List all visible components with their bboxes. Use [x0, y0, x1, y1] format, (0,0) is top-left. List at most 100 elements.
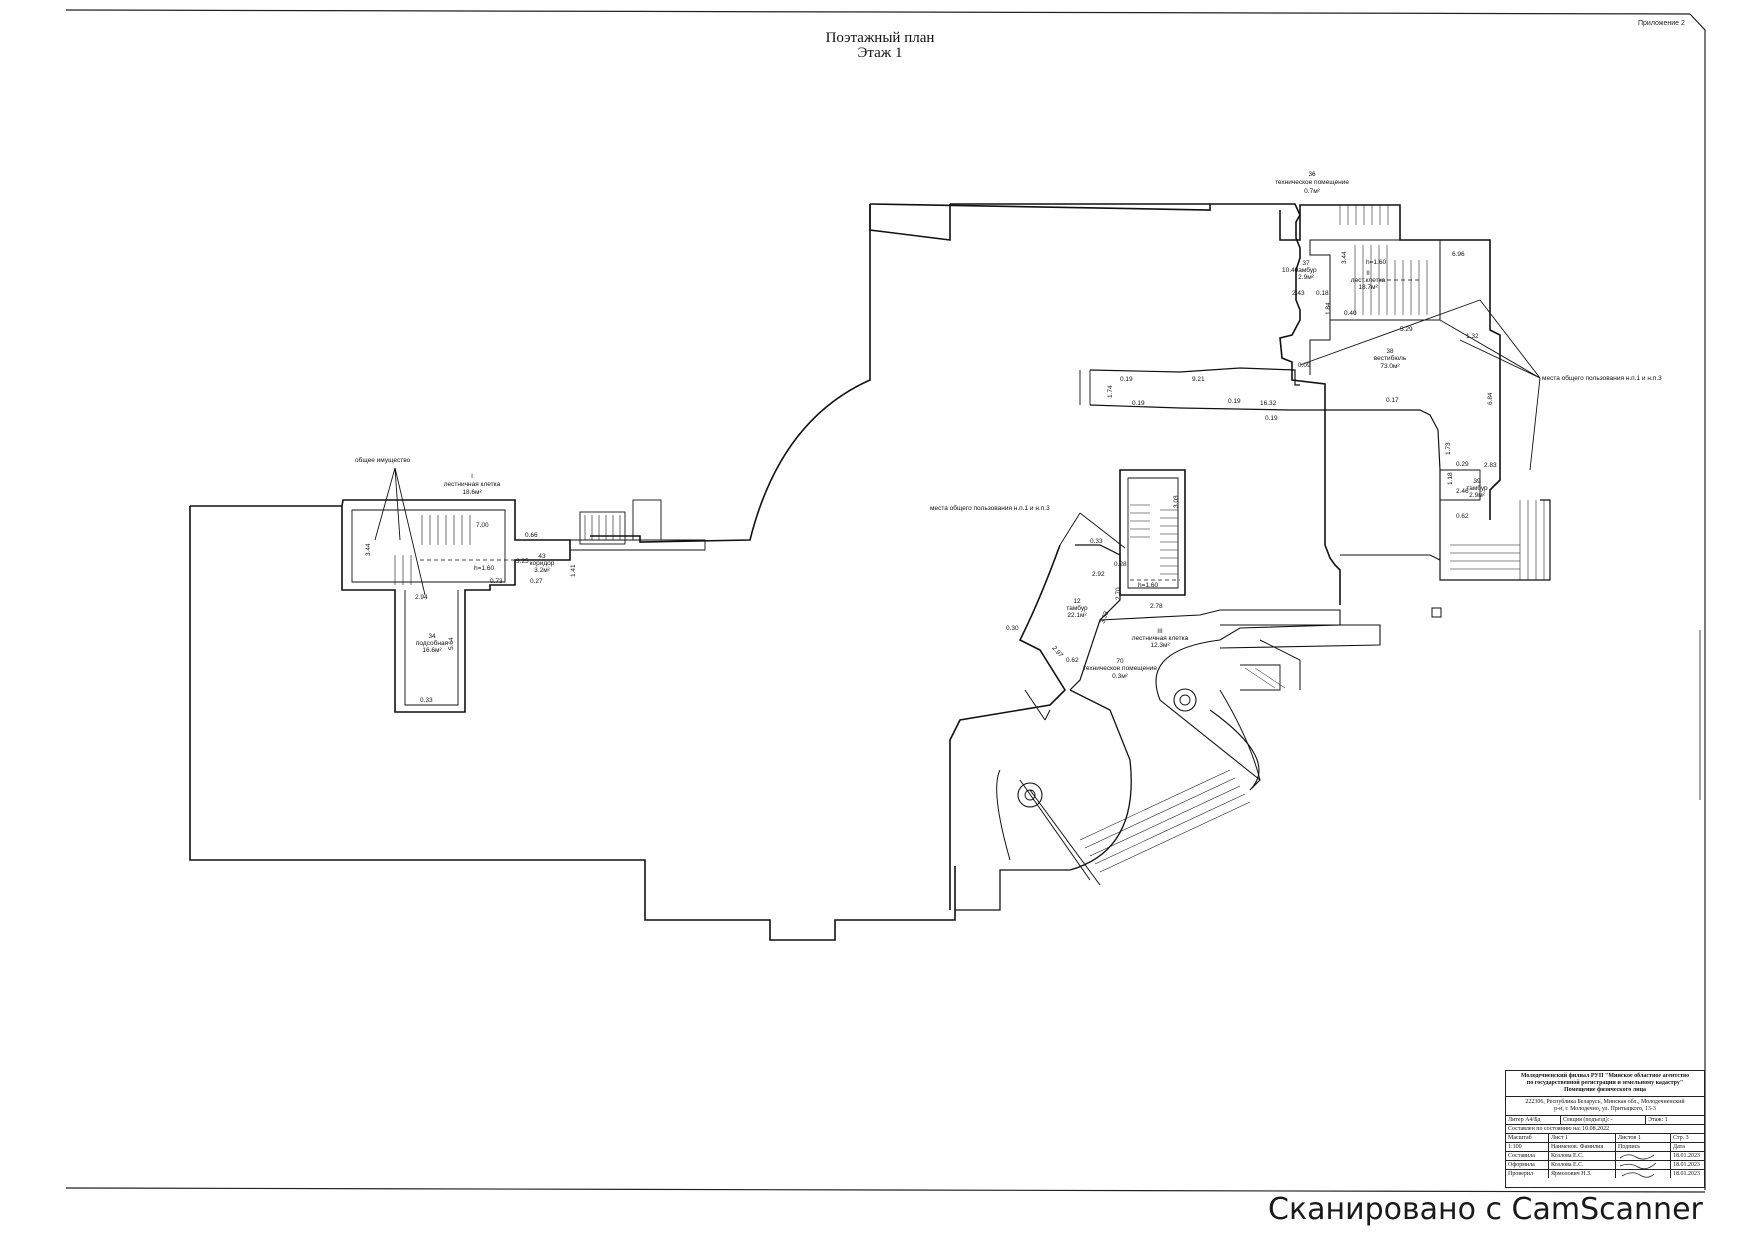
room-34-num: 34 [428, 633, 436, 640]
dim-label: 1.18 [1447, 472, 1454, 485]
dim-label: 0.19 [1228, 398, 1241, 405]
name-cell: Козлова Е.С. [1549, 1152, 1616, 1160]
room-34-name: подсобная [416, 639, 449, 647]
leader-lines [374, 299, 1541, 596]
room-36-num: 36 [1308, 171, 1316, 178]
dim-label: 1.74 [1107, 385, 1114, 398]
dim-label: 3.25 [516, 558, 529, 565]
dim-label: 5.64 [448, 637, 455, 650]
title-block-row: Литер А4/Бд Секция (подъезд): - Этаж: 1 [1506, 1116, 1704, 1125]
dim-label: 0.30 [1006, 625, 1019, 632]
date-cell: 18.01.2023 [1673, 1162, 1700, 1168]
room-I-num: I [471, 473, 473, 480]
room-38-num: 38 [1386, 348, 1394, 355]
dimension-labels: 7.00 3.44 0.66 3.25 1.41 0.73 0.27 2.94 … [365, 251, 1497, 704]
dim-label: 0.40 [1344, 310, 1357, 317]
dim-label: 9.21 [1192, 376, 1205, 383]
annotations: общее имущество места общего пользования… [355, 259, 1662, 589]
signature-cell [1616, 1170, 1671, 1178]
title-block-row: Оформила Козлова Е.С. 18.01.2023 [1506, 1161, 1704, 1170]
room-12-num: 12 [1073, 598, 1081, 605]
dim-label: 3.33 [1099, 610, 1110, 625]
building-outline [189, 203, 1341, 941]
org-line-1: Молодечненский филиал РУП "Минское облас… [1520, 1073, 1690, 1079]
room-38-area: 73.0м² [1380, 363, 1400, 370]
dim-label: 0.18 [1316, 290, 1329, 297]
dim-label: 1.32 [1466, 333, 1479, 340]
room-I-name: лестничная клетка [444, 481, 501, 488]
height-center: h=1.60 [1138, 582, 1158, 589]
room-37-area: 2.9м² [1298, 274, 1315, 281]
name-cell: Ярмолович Н.З. [1549, 1170, 1616, 1178]
room-70-num: 70 [1116, 658, 1124, 665]
dim-label: 0.33 [420, 697, 433, 704]
role-cell: Оформила [1506, 1161, 1549, 1169]
date-cell: 18.01.2023 [1673, 1171, 1700, 1177]
dim-label: 6.84 [1487, 392, 1494, 405]
room-III-area: 12.3м² [1150, 642, 1170, 649]
dim-label: 2.92 [1092, 571, 1105, 578]
common-use-label-center: места общего пользования н.п.1 и н.п.3 [930, 504, 1050, 512]
height-left: h=1.60 [474, 565, 494, 572]
room-12-area: 22.1м² [1067, 612, 1087, 619]
dim-label: 2.70 [1115, 587, 1122, 600]
title-block-address: 222306, Республика Беларусь, Минская обл… [1506, 1097, 1704, 1116]
title-block-organization: Молодечненский филиал РУП "Минское облас… [1506, 1071, 1704, 1097]
sheet-frame [65, 9, 1706, 1193]
signature-mark [1619, 1154, 1655, 1160]
room-39-name: тамбур [1466, 484, 1488, 492]
dim-label: 10.40 [1282, 267, 1299, 274]
dim-label: 0.66 [525, 532, 538, 539]
role-cell: Составила [1506, 1152, 1549, 1160]
room-43-name: коридор [530, 560, 555, 567]
dim-label: 0.28 [1114, 561, 1127, 568]
sheet-head-cell: Лист 1 [1549, 1134, 1616, 1142]
room-37-name: тамбур [1295, 266, 1317, 274]
dim-label: 0.62 [1066, 657, 1079, 664]
org-line-2: по государственной регистрации и земельн… [1526, 1080, 1684, 1086]
litera-cell: Литер А4/Бд [1506, 1116, 1561, 1124]
sheets-head-cell: Листов 1 [1616, 1134, 1671, 1142]
dim-label: 3.44 [365, 543, 372, 556]
room-II-name: лест.клетка [1351, 277, 1386, 284]
dim-label: 0.33 [1090, 538, 1103, 545]
height-right: h=1.60 [1366, 259, 1386, 266]
role-cell: Проверил [1506, 1170, 1549, 1178]
common-property-label: общее имущество [355, 456, 411, 464]
dim-label: 1.84 [1325, 302, 1332, 315]
dim-label: 2.97 [1050, 645, 1064, 659]
room-39-num: 39 [1473, 478, 1481, 485]
address-line-1: 222306, Республика Беларусь, Минская обл… [1525, 1099, 1685, 1105]
dim-label: 0.73 [490, 578, 503, 585]
common-use-label-right: места общего пользования н.п.1 и н.п.3 [1542, 374, 1662, 382]
dim-label: 0.29 [1456, 461, 1469, 468]
left-block [341, 499, 706, 713]
signature-mark [1619, 1162, 1657, 1169]
title-block-row: Проверил Ярмолович Н.З. 18.01.2023 [1506, 1170, 1704, 1178]
room-37-num: 37 [1302, 260, 1310, 267]
plan-title: Поэтажный план [825, 30, 935, 46]
room-II-num: II [1366, 270, 1370, 277]
dim-label: 3.03 [1173, 495, 1180, 508]
address-line-2: р-н, г. Молодечно, ул. Притыцкого, 13-3 [1554, 1106, 1656, 1112]
room-I-area: 18.6м² [462, 489, 482, 496]
dim-label: 2.43 [1292, 290, 1305, 297]
camscanner-watermark: Сканировано с CamScanner [1268, 1192, 1703, 1227]
right-upper-block [1079, 204, 1551, 618]
room-II-area: 18.7м² [1358, 284, 1378, 291]
title-block-row: Составила Козлова Е.С. 18.01.2023 [1506, 1152, 1704, 1161]
signature-cell [1616, 1152, 1671, 1160]
room-36-name: техническое помещение [1275, 179, 1349, 186]
signature-cell [1616, 1161, 1671, 1169]
dim-label: 0.19 [1265, 415, 1278, 422]
page-head-cell: Стр. 3 [1673, 1135, 1689, 1141]
dim-label: 0.09 [1298, 362, 1311, 369]
dim-label: 6.96 [1452, 251, 1465, 258]
dim-label: 0.62 [1456, 513, 1469, 520]
position-head-cell: Наименов. Фамилия [1549, 1143, 1616, 1151]
dim-label: 2.94 [415, 594, 428, 601]
floor-cell: Этаж: 1 [1648, 1117, 1668, 1123]
dim-label: 3.44 [1341, 251, 1348, 264]
title-block-row: Масштаб Лист 1 Листов 1 Стр. 3 [1506, 1134, 1704, 1143]
